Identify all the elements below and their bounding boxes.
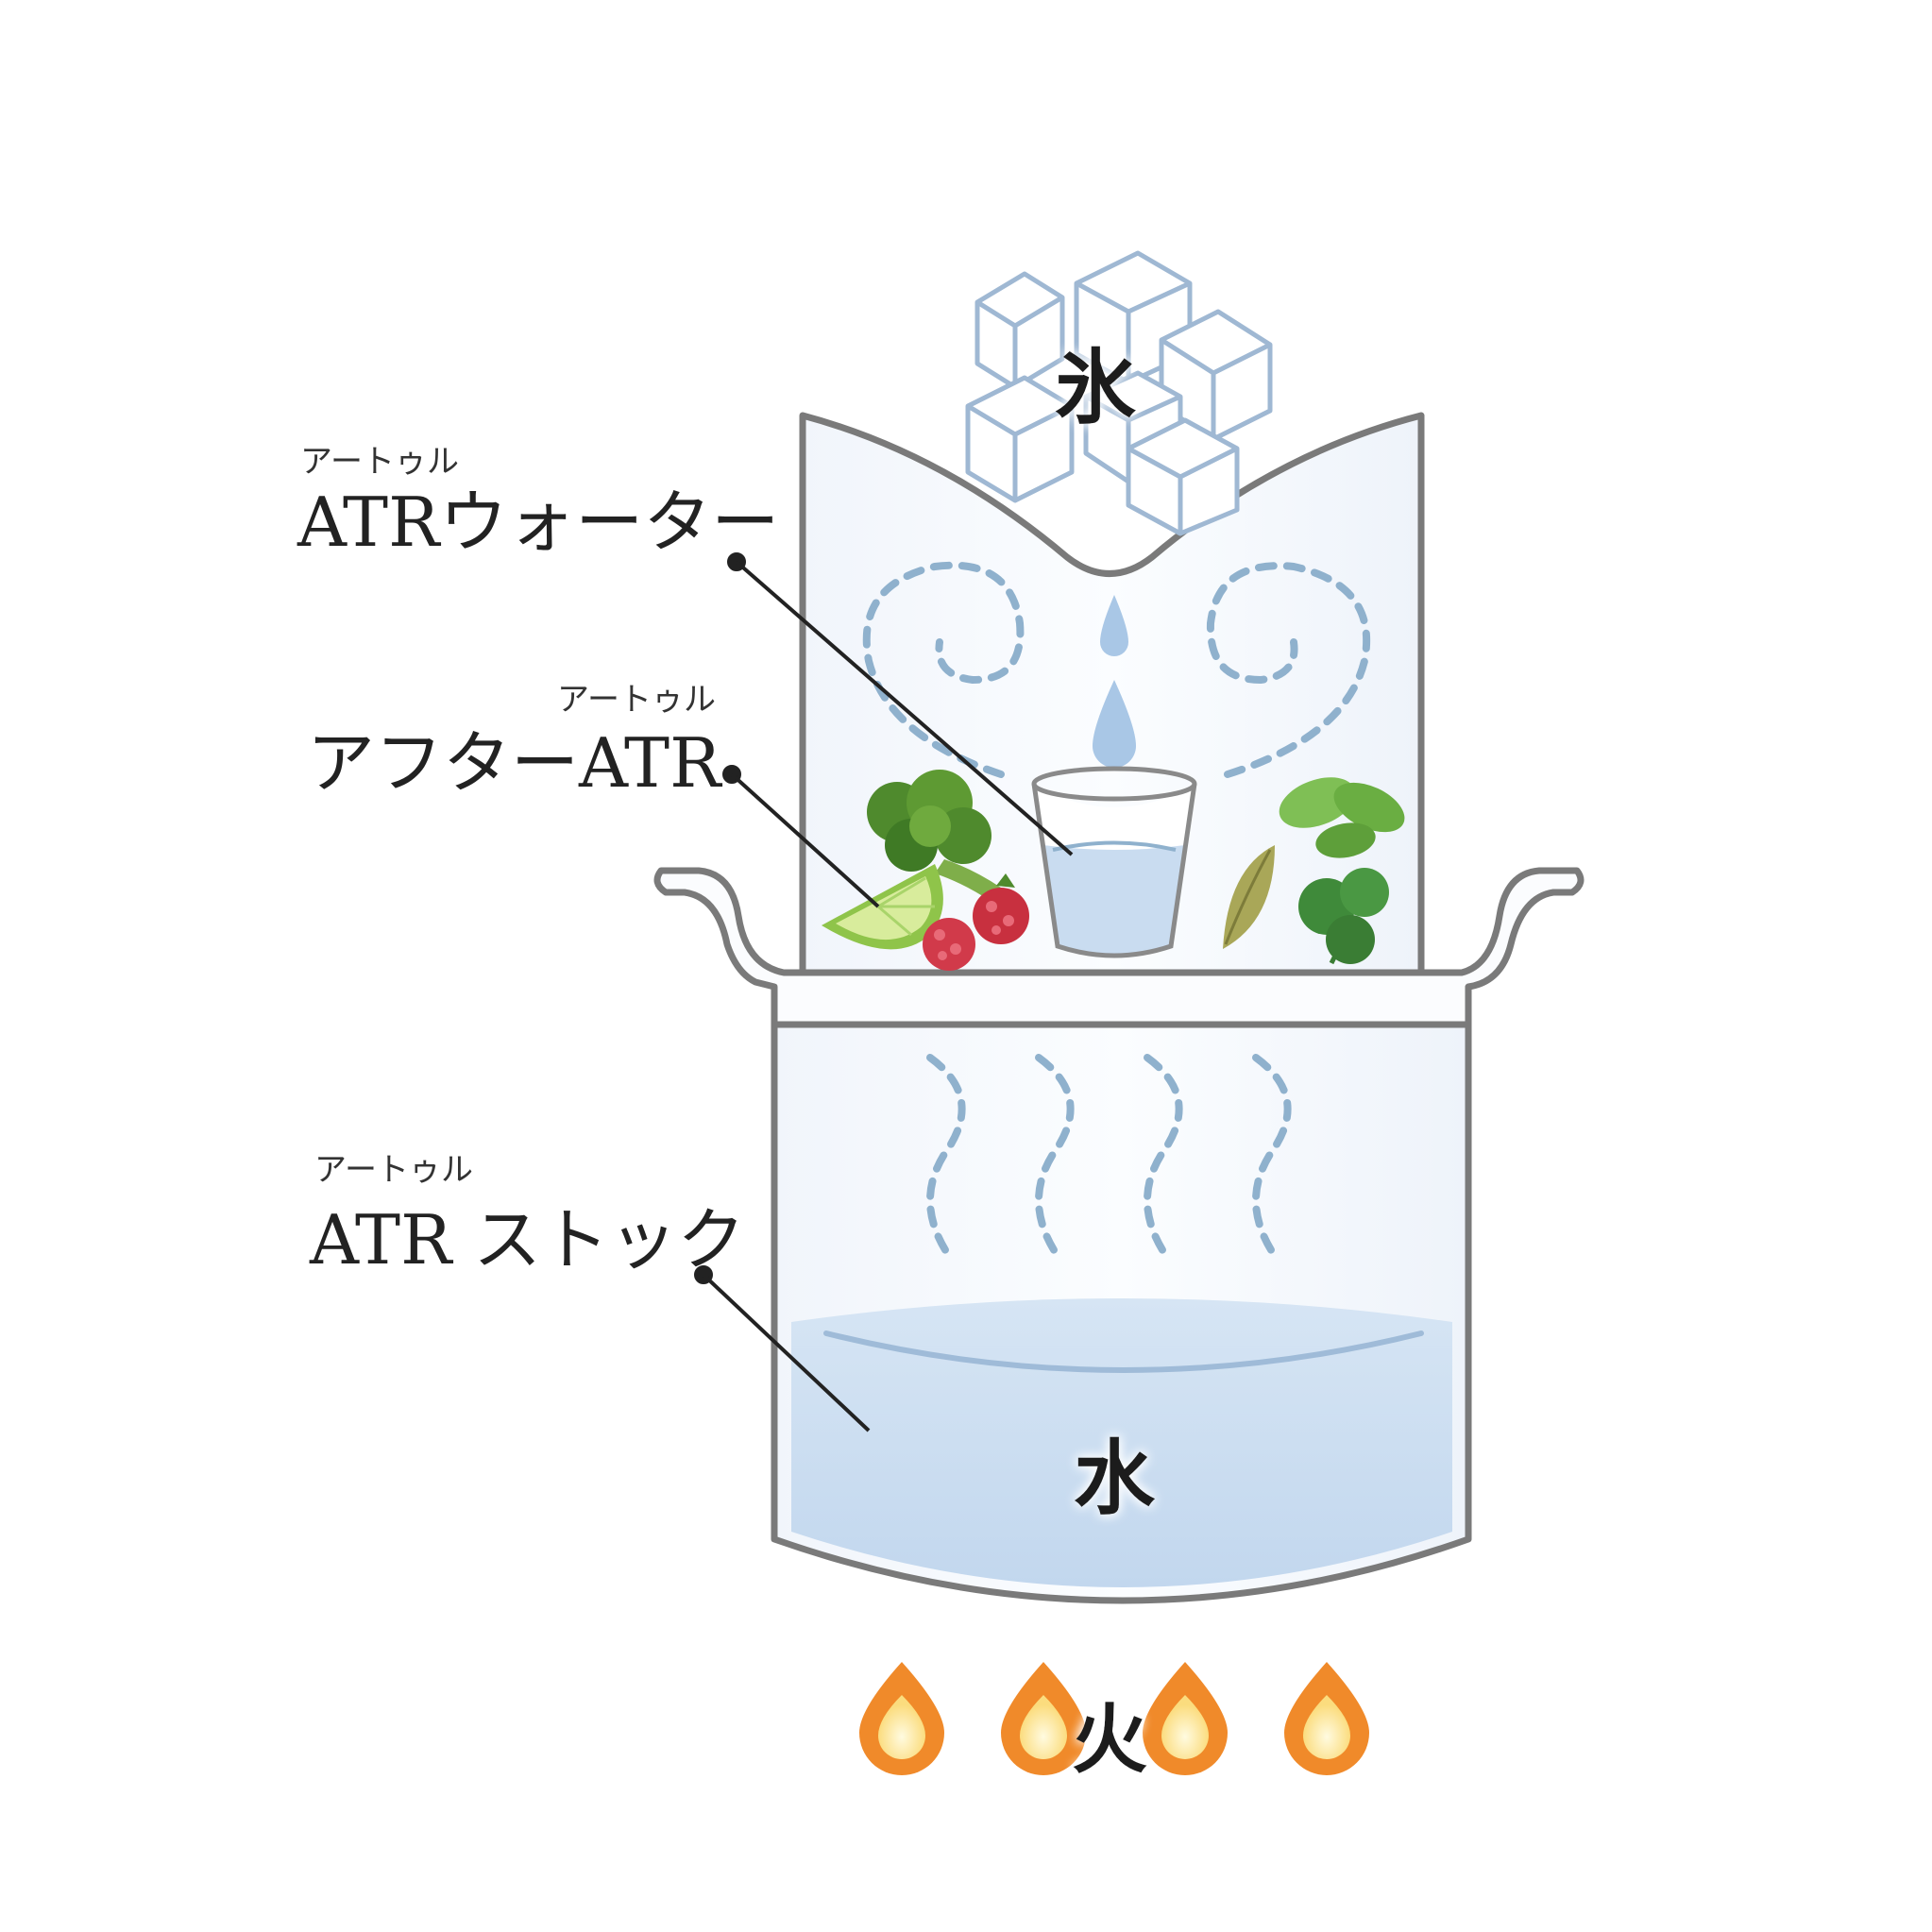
ice-cube <box>1126 417 1240 536</box>
mint-leaves-icon <box>1279 777 1405 858</box>
water-kanji-label: 水 <box>1074 1431 1156 1526</box>
label-after-atr-text: アフターATR <box>307 723 722 803</box>
lime-slice-icon <box>822 864 943 950</box>
broccoli-icon <box>867 770 1001 902</box>
flame-icon <box>1143 1662 1228 1775</box>
parsley-icon <box>1298 868 1389 965</box>
flame-icon <box>1001 1662 1086 1775</box>
rising-steam <box>926 1054 1292 1260</box>
water-body <box>791 1298 1452 1587</box>
leader-after-atr <box>722 765 880 908</box>
leader-atr-water <box>727 552 1074 856</box>
right-swirl <box>1206 562 1371 778</box>
flame-icon <box>1284 1662 1369 1775</box>
pot-rim-with-handles <box>653 867 1585 1028</box>
ice-kanji-label: 氷 <box>1055 340 1137 435</box>
flame-icon <box>859 1662 944 1775</box>
label-atr-stock: アートゥル ATR ストック <box>309 1151 745 1280</box>
label-after-atr: アートゥル アフターATR <box>307 681 722 803</box>
bay-leaf-icon <box>1223 845 1275 949</box>
water-glass <box>1031 766 1197 958</box>
leader-lines <box>694 552 1074 1432</box>
label-atr-water-text: ATRウォーター <box>297 483 779 562</box>
fire-kanji-label: 火 <box>1072 1695 1147 1784</box>
left-swirl <box>862 561 1025 778</box>
lower-pot <box>771 1002 1472 1604</box>
label-after-atr-ruby: アートゥル <box>557 681 716 719</box>
ice-cubes <box>965 250 1273 536</box>
label-atr-water: アートゥル ATRウォーター <box>297 443 779 562</box>
ice-cube <box>974 271 1065 390</box>
water-drops <box>1093 595 1136 768</box>
flames <box>859 1662 1369 1775</box>
water-drop-large <box>1093 680 1136 768</box>
water-surface-curve <box>823 1330 1424 1373</box>
label-atr-stock-ruby: アートゥル <box>314 1151 473 1189</box>
water-drop-small <box>1100 595 1128 656</box>
steam-swirls <box>862 561 1371 778</box>
label-atr-water-ruby: アートゥル <box>300 443 459 481</box>
leader-atr-stock <box>694 1265 871 1432</box>
raspberry-icon <box>923 873 1029 971</box>
ice-cube <box>965 375 1075 503</box>
label-atr-stock-text: ATR ストック <box>309 1200 745 1280</box>
